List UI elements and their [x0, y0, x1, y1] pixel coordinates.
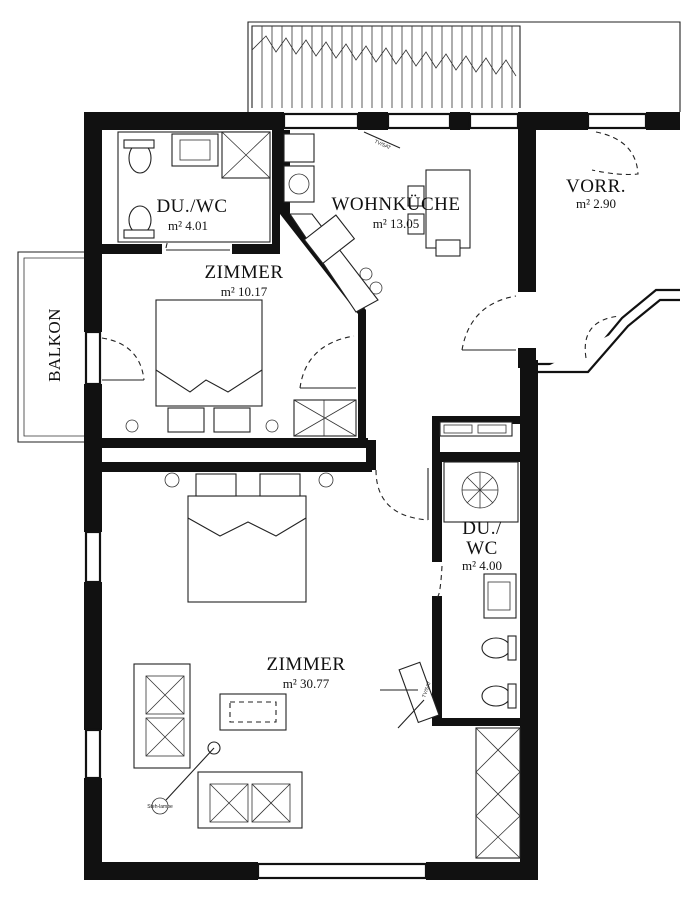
lamp-label: Steh-lampe	[147, 804, 173, 810]
zimmer-big-name: ZIMMER	[267, 654, 346, 675]
wohnkueche-name: WOHNKÜCHE	[331, 194, 460, 215]
zimmer-big-area: m² 30.77	[283, 676, 330, 691]
vorr-area: m² 2.90	[576, 196, 616, 211]
bath-right-name-2: WC	[466, 538, 498, 559]
bath-right-area: m² 4.00	[462, 558, 502, 573]
wohnkueche-area: m² 13.05	[373, 216, 420, 231]
doors	[101, 131, 639, 598]
vorraum-walls	[536, 288, 680, 374]
balcony: BALKON	[17, 251, 84, 443]
outer-walls	[84, 112, 680, 880]
balkon-label: BALKON	[45, 308, 64, 382]
zimmer-top-area: m² 10.17	[221, 284, 268, 299]
bath-top-fixtures	[117, 131, 271, 243]
zimmer-top-name: ZIMMER	[205, 262, 284, 283]
kitchen-fixtures: TV/SAT	[283, 131, 513, 437]
tv-sat-label-bottom: TV/SAT	[421, 681, 433, 699]
tv-sat-label-top: TV/SAT	[373, 139, 391, 151]
bath-top-area: m² 4.01	[168, 218, 208, 233]
bath-top-name: DU./WC	[156, 196, 227, 217]
staircase	[247, 21, 681, 112]
zimmer-big-fixtures: Steh-lampe TV/SAT	[133, 472, 521, 859]
bath-right-name-1: DU./	[462, 518, 502, 539]
room-labels: DU./WC m² 4.01 ZIMMER m² 10.17 WOHNKÜCHE…	[156, 176, 626, 691]
vorr-name: VORR.	[566, 176, 626, 197]
bath-right-fixtures	[443, 461, 519, 709]
zimmer-top-fixtures	[125, 299, 357, 437]
